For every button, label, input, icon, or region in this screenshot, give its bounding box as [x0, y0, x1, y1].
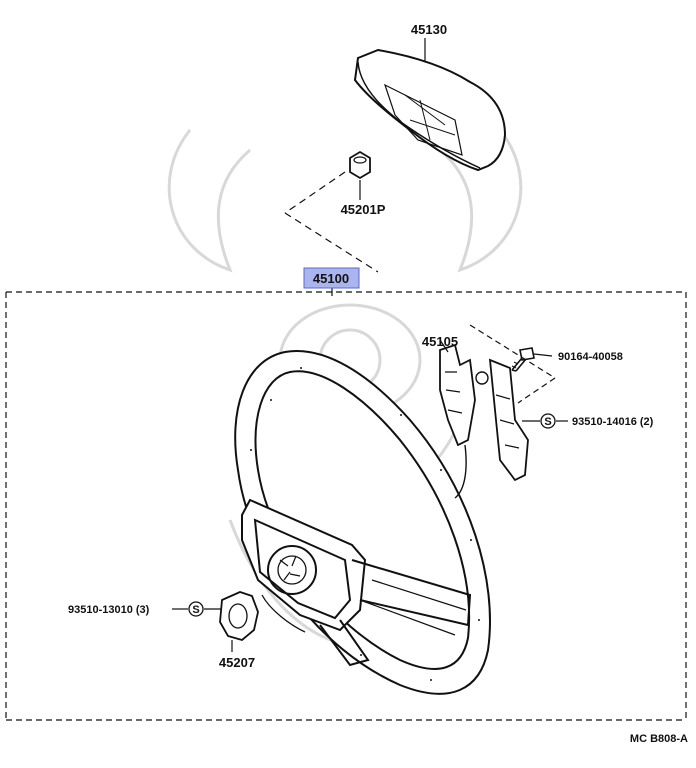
label-bolt[interactable]: 90164-40058	[558, 351, 623, 363]
label-nut[interactable]: 45201P	[341, 202, 386, 217]
nut-icon	[349, 150, 371, 200]
horn-pad	[353, 38, 507, 172]
label-spacer[interactable]: 45207	[219, 655, 255, 670]
leader-lines-right	[469, 324, 556, 404]
label-screw-left[interactable]: 93510-13010 (3)	[68, 604, 150, 616]
highlight-box	[303, 267, 360, 289]
leader-lines-labels	[172, 420, 568, 610]
bracket	[439, 339, 529, 499]
leader-lines-upper	[284, 171, 379, 273]
label-screw-right[interactable]: 93510-14016 (2)	[572, 416, 654, 428]
steering-wheel	[234, 283, 491, 695]
s-symbol-right-text: S	[544, 416, 551, 428]
label-steering-wheel[interactable]: 45100	[313, 271, 349, 286]
bolt-icon	[511, 347, 553, 372]
s-symbol-left-text: S	[192, 604, 199, 616]
spacer	[219, 591, 259, 652]
label-horn-pad[interactable]: 45130	[411, 22, 447, 37]
label-bracket[interactable]: 45105	[422, 334, 458, 349]
reference-code: MC B808-A	[630, 733, 688, 745]
s-symbol-right: S	[540, 413, 556, 429]
s-symbol-left: S	[188, 601, 204, 617]
assembly-boundary	[5, 291, 687, 721]
